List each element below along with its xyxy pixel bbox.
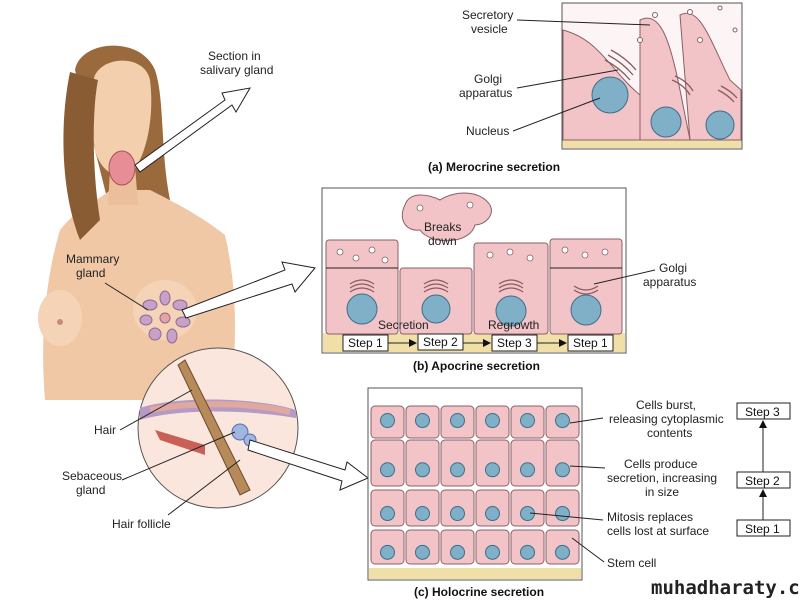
cell-nucleus bbox=[520, 413, 535, 429]
apocrine-step-4: Step 1 bbox=[573, 336, 608, 350]
merocrine-panel bbox=[561, 2, 743, 150]
label-produce-1: Cells produce bbox=[624, 457, 698, 471]
label-mammary-2: gland bbox=[76, 266, 105, 280]
label-breaks-2: down bbox=[428, 234, 457, 248]
salivary-gland bbox=[108, 150, 136, 186]
label-secretion: Secretion bbox=[378, 318, 429, 332]
label-stem-cell: Stem cell bbox=[607, 556, 656, 570]
label-burst-2: releasing cytoplasmic bbox=[609, 412, 724, 426]
label-mitosis-1: Mitosis replaces bbox=[607, 510, 693, 524]
label-burst-1: Cells burst, bbox=[636, 398, 696, 412]
cell-nucleus bbox=[450, 544, 465, 560]
caption-merocrine: (a) Merocrine secretion bbox=[428, 160, 560, 174]
cell-nucleus bbox=[450, 506, 465, 522]
caption-holocrine: (c) Holocrine secretion bbox=[414, 585, 544, 599]
cell-nucleus bbox=[485, 544, 500, 560]
watermark: muhadharaty.com bbox=[651, 577, 800, 599]
cell-nucleus bbox=[380, 413, 395, 429]
cell-nucleus bbox=[415, 462, 430, 478]
label-burst-3: contents bbox=[647, 426, 692, 440]
label-mitosis-2: cells lost at surface bbox=[607, 524, 709, 538]
label-breaks-1: Breaks bbox=[424, 220, 461, 234]
cell-nucleus bbox=[380, 506, 395, 522]
label-sebaceous-1: Sebaceous bbox=[62, 469, 122, 483]
holocrine-step-1: Step 1 bbox=[745, 522, 780, 536]
cell-nucleus bbox=[450, 462, 465, 478]
cell-nucleus bbox=[520, 544, 535, 560]
label-mammary-1: Mammary bbox=[66, 252, 119, 266]
holocrine-step-2: Step 2 bbox=[745, 474, 780, 488]
apocrine-steps: Step 1 Step 2 Step 3 Step 1 bbox=[342, 333, 614, 352]
apocrine-step-2: Step 2 bbox=[423, 335, 458, 349]
holocrine-step-3: Step 3 bbox=[745, 405, 780, 419]
label-hair-follicle: Hair follicle bbox=[112, 517, 171, 531]
cell-nucleus bbox=[415, 544, 430, 560]
cell-nucleus bbox=[485, 462, 500, 478]
cell-nucleus bbox=[415, 413, 430, 429]
skin-section-inset bbox=[137, 347, 299, 509]
label-sebaceous-2: gland bbox=[76, 483, 105, 497]
label-golgi-b-2: apparatus bbox=[643, 275, 696, 289]
apocrine-step-3: Step 3 bbox=[497, 336, 532, 350]
label-secretory-1: Secretory bbox=[462, 8, 513, 22]
cell-nucleus bbox=[555, 413, 570, 429]
holocrine-steps: Step 3 Step 2 Step 1 bbox=[736, 402, 791, 537]
caption-apocrine: (b) Apocrine secretion bbox=[413, 359, 540, 373]
label-golgi-a-2: apparatus bbox=[459, 86, 512, 100]
cell-nucleus bbox=[520, 462, 535, 478]
cell-nucleus bbox=[380, 544, 395, 560]
mammary-gland bbox=[139, 290, 191, 344]
cell-nucleus bbox=[450, 413, 465, 429]
label-produce-2: secretion, increasing bbox=[607, 471, 717, 485]
label-nucleus: Nucleus bbox=[466, 124, 509, 138]
apocrine-panel bbox=[321, 187, 627, 354]
cell-nucleus bbox=[485, 506, 500, 522]
cell-nucleus bbox=[415, 506, 430, 522]
cell-nucleus bbox=[380, 462, 395, 478]
cell-nucleus bbox=[555, 544, 570, 560]
label-salivary-1: Section in bbox=[208, 49, 261, 63]
cell-nucleus bbox=[485, 413, 500, 429]
label-regrowth: Regrowth bbox=[488, 318, 539, 332]
pointer-arrows bbox=[134, 87, 369, 491]
label-produce-3: in size bbox=[645, 485, 679, 499]
label-golgi-a-1: Golgi bbox=[474, 72, 502, 86]
holocrine-panel bbox=[367, 387, 583, 581]
woman-illustration bbox=[38, 45, 235, 400]
cell-nucleus bbox=[555, 462, 570, 478]
label-hair: Hair bbox=[94, 423, 116, 437]
apocrine-step-1: Step 1 bbox=[348, 336, 383, 350]
label-golgi-b-1: Golgi bbox=[659, 261, 687, 275]
label-secretory-2: vesicle bbox=[471, 22, 508, 36]
label-salivary-2: salivary gland bbox=[200, 63, 273, 77]
cell-nucleus bbox=[555, 506, 570, 522]
